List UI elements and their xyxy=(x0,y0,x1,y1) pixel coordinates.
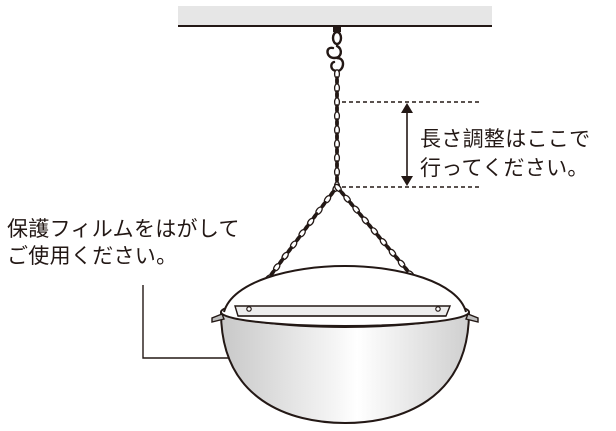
s-hook-upper xyxy=(326,44,342,60)
bracket-left xyxy=(211,313,225,323)
ceiling-hook-ring xyxy=(331,30,343,46)
s-hook xyxy=(326,26,345,73)
protective-film-note-line2: ご使用ください。 xyxy=(7,244,178,268)
mounting-plate xyxy=(234,305,452,317)
dimension-arrow-down xyxy=(401,176,413,186)
length-dimension xyxy=(342,101,480,188)
ceiling-plate xyxy=(178,6,492,26)
hemisphere-bowl xyxy=(211,264,479,425)
bracket-right xyxy=(465,313,479,323)
bowl-back-wall xyxy=(223,264,467,313)
chain-group xyxy=(243,69,442,312)
plate-hole-left xyxy=(246,306,252,312)
protective-film-note-line1: 保護フィルムをはがして xyxy=(7,217,240,241)
bowl-body xyxy=(220,311,470,425)
ceiling-hook-mount xyxy=(333,26,341,32)
plate-hole-right xyxy=(435,306,441,312)
length-adjust-note-line2: 行ってください。 xyxy=(420,156,589,180)
ceiling xyxy=(178,6,492,27)
s-hook-lower xyxy=(330,56,345,73)
film-note-leader xyxy=(142,285,230,359)
length-adjust-note-line1: 長さ調整はここで xyxy=(420,127,591,151)
dimension-arrow-up xyxy=(401,103,413,113)
